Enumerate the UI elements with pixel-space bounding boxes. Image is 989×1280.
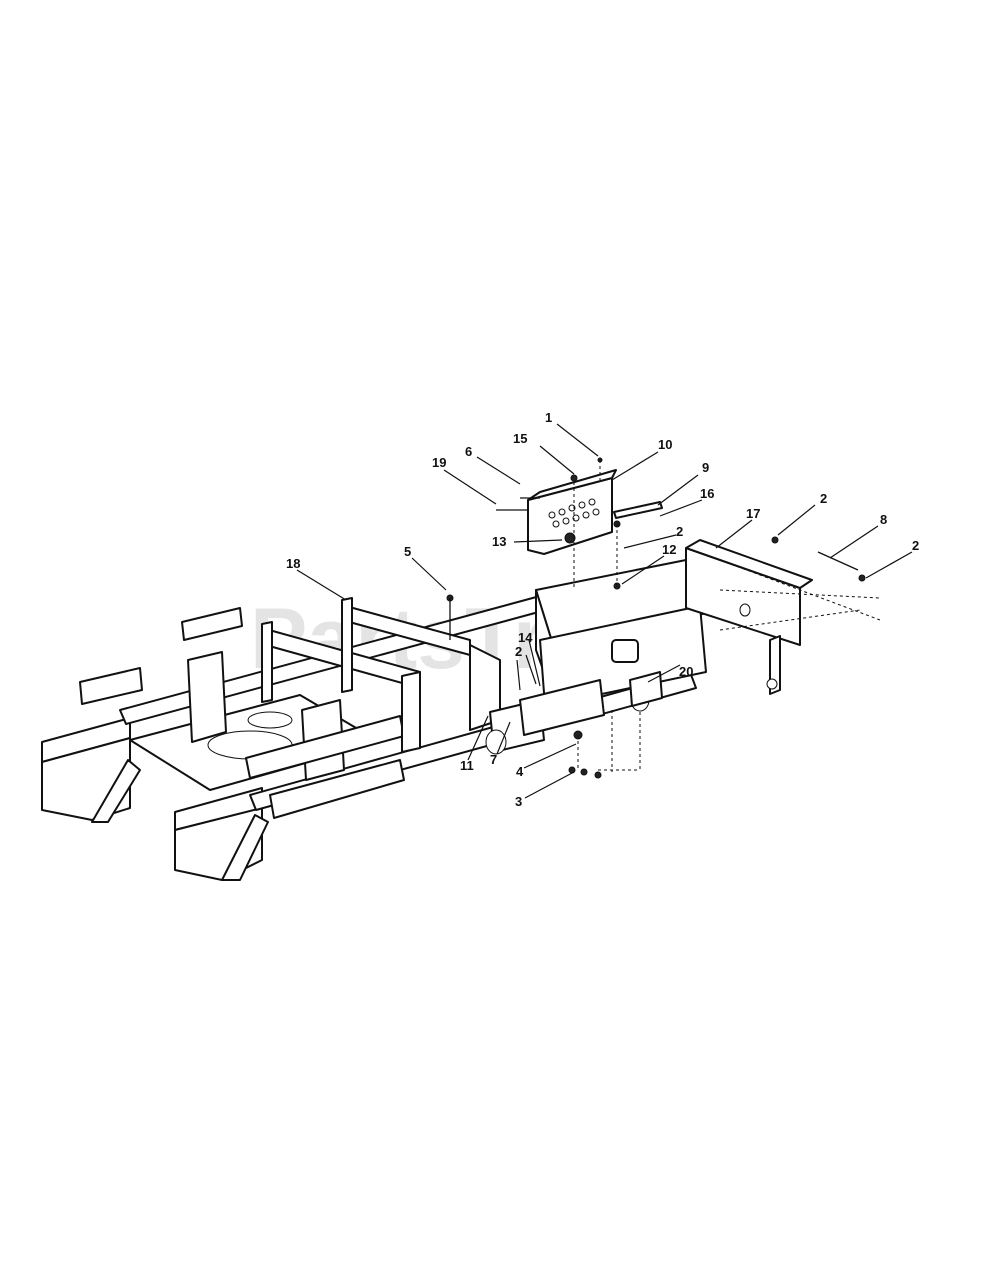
callout-19: 19 <box>432 455 446 470</box>
callout-9: 9 <box>702 460 709 475</box>
leader-lines <box>296 423 913 799</box>
callout-7: 7 <box>490 752 497 767</box>
callout-4: 4 <box>516 764 524 779</box>
callout-18: 18 <box>286 556 300 571</box>
callout-5: 5 <box>404 544 411 559</box>
callout-6: 6 <box>465 444 472 459</box>
frame-assembly <box>41 457 881 881</box>
callout-2-right: 2 <box>912 538 919 553</box>
callout-3: 3 <box>515 794 522 809</box>
callout-11: 11 <box>460 758 474 773</box>
callout-2-panel: 2 <box>676 524 683 539</box>
callout-2-pivot: 2 <box>515 644 522 659</box>
callout-13: 13 <box>492 534 506 549</box>
callout-20: 20 <box>679 664 693 679</box>
callout-17: 17 <box>746 506 760 521</box>
callout-14: 14 <box>518 630 533 645</box>
callout-labels: 1 15 10 6 19 9 16 17 2 2 8 2 13 12 18 5 … <box>286 410 919 809</box>
callout-10: 10 <box>658 437 672 452</box>
control-panel-holes <box>548 498 600 528</box>
callout-12: 12 <box>662 542 676 557</box>
callout-1: 1 <box>545 410 552 425</box>
callout-16: 16 <box>700 486 714 501</box>
callout-15: 15 <box>513 431 527 446</box>
callout-2-top: 2 <box>820 491 827 506</box>
callout-8: 8 <box>880 512 887 527</box>
